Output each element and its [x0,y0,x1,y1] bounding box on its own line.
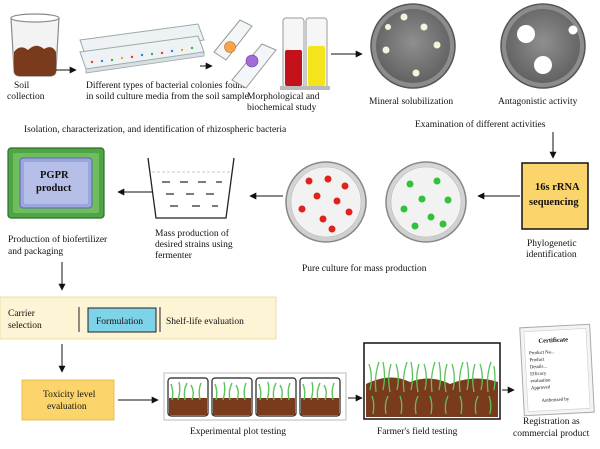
culture-plates-icon [79,23,205,74]
pgpr-label: PGPR product [36,170,72,194]
pure-culture-green-dish-icon [385,161,467,243]
carrier-label: Carrier selection [8,309,42,331]
phylogenetic-label: Phylogenetic identification [526,239,579,260]
carrier-formulation-band [0,296,277,340]
biofertilizer-label: Production of biofertilizer and packagin… [8,234,110,257]
experimental-label: Experimental plot testing [190,427,286,437]
mineral-label: Mineral solubilization [369,97,453,107]
sequencing-label: 16s rRNA sequencing [529,182,582,208]
certificate-lines: Product Na... Product Details... Efficac… [529,349,570,404]
registration-label: Registration as commercial product [513,417,590,439]
sequencing-box [521,162,589,230]
toxicity-label: Toxicity level evaluation [43,390,98,412]
certificate-text: Certificate Product Na... Product Detail… [529,336,570,404]
microscope-slides-icon [213,19,277,89]
mass-production-label: Mass production of desired strains using… [155,228,235,261]
experimental-plots-icon [163,372,347,421]
farmers-field-icon [363,342,501,420]
pure-culture-red-dish-icon [285,161,367,243]
fermenter-tank-icon [147,157,235,219]
isolation-label: Isolation, characterization, and identif… [24,124,287,135]
soil-beaker-icon [10,13,60,77]
formulation-label: Formulation [96,317,143,327]
test-tubes-icon [280,17,330,90]
toxicity-box [21,379,115,421]
shelf-life-label: Shelf-life evaluation [166,316,244,327]
pure-culture-label: Pure culture for mass production [302,263,427,274]
soil-collection-label: Soil collection [7,81,45,102]
certificate-icon [519,323,595,417]
certificate-title: Certificate [538,336,568,345]
farmers-label: Farmer's field testing [377,426,458,437]
antagonistic-activity-dish-icon [500,3,586,89]
morph-biochem-label: Morphological and biochemical study [247,92,322,113]
bacterial-colonies-label: Different types of bacterial colonies fo… [86,80,249,102]
examination-label: Examination of different activities [415,119,546,130]
pgpr-product-icon [7,147,105,219]
antagonistic-label: Antagonistic activity [498,97,578,107]
mineral-solubilization-dish-icon [370,3,456,89]
